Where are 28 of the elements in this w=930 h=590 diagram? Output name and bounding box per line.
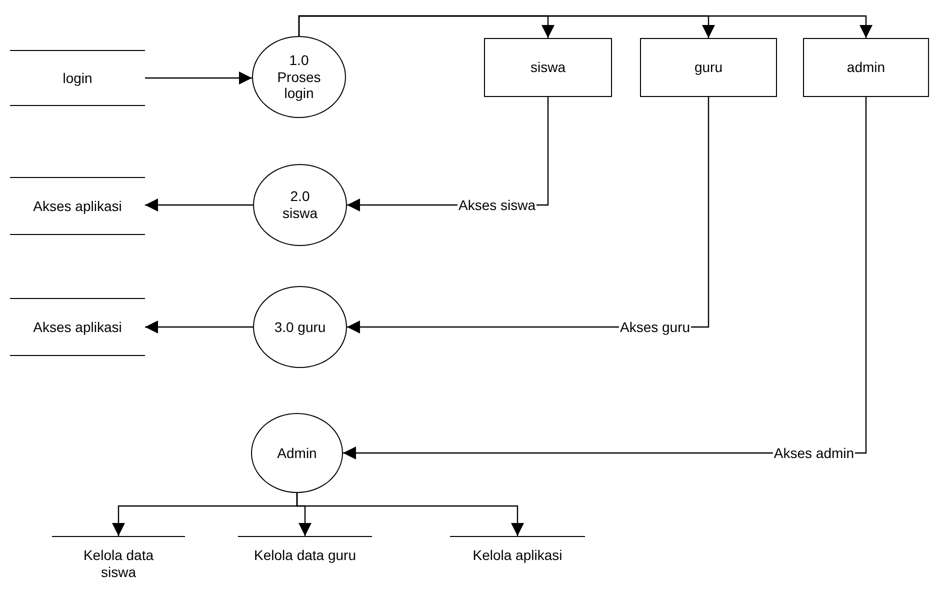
arrow: [145, 198, 253, 212]
node-label: Akses aplikasi: [33, 318, 122, 336]
node-label: Kelola data siswa: [82, 547, 155, 581]
data-store: [10, 298, 145, 356]
entity-box: [640, 38, 777, 97]
arrow: [298, 15, 872, 38]
edge-label: Akses guru: [618, 319, 692, 335]
node-label: Kelola aplikasi: [472, 547, 562, 564]
node-label: guru: [694, 59, 723, 76]
node-label: Akses aplikasi: [33, 198, 122, 214]
node-label: Kelola data guru: [254, 547, 356, 564]
edge-label: Akses admin: [772, 445, 856, 461]
entity-box: [803, 38, 929, 97]
data-store: [10, 177, 145, 235]
edge-label: Akses siswa: [457, 197, 537, 213]
node-label: login: [62, 70, 92, 86]
arrow: [296, 493, 524, 536]
arrow: [145, 72, 252, 84]
entity-box: [484, 38, 612, 97]
node-label: siswa: [530, 59, 566, 76]
data-store: [10, 50, 145, 106]
arrow: [145, 320, 253, 334]
node-label: admin: [846, 59, 886, 76]
node-label: 1.0 Proses login: [276, 52, 322, 102]
node-label: 2.0 siswa: [281, 188, 318, 222]
node-label: Admin: [277, 444, 317, 462]
node-label: 3.0 guru: [274, 318, 326, 336]
arrow: [343, 97, 867, 460]
